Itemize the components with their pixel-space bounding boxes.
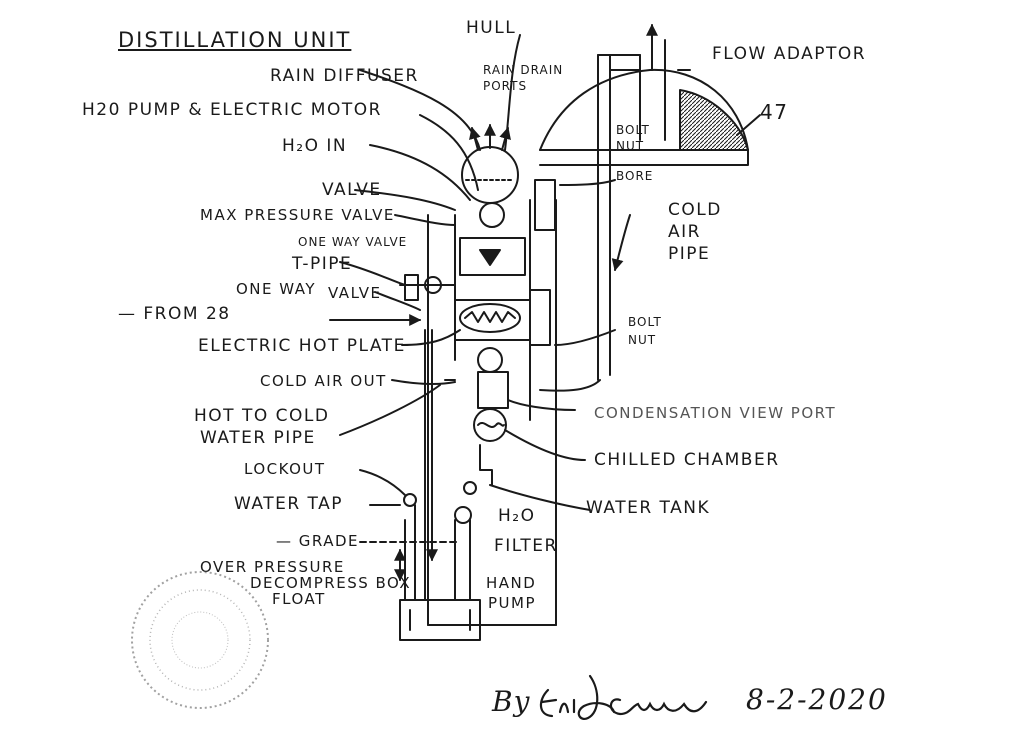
label-max-pressure-valve: MAX PRESSURE VALVE: [200, 206, 395, 224]
label-decompress-box: DECOMPRESS BOX: [250, 574, 412, 592]
label-lockout: LOCKOUT: [244, 460, 326, 478]
label-from-28: — FROM 28: [118, 304, 231, 324]
label-condensation-view-port: CONDENSATION VIEW PORT: [594, 404, 837, 422]
label-bolt-top: BOLT: [616, 123, 650, 137]
label-one-way-valve-small: ONE WAY VALVE: [298, 235, 408, 249]
label-electric-hot-plate: ELECTRIC HOT PLATE: [198, 336, 406, 356]
label-nut-top: NUT: [616, 139, 645, 153]
label-h2o: H₂O: [498, 506, 536, 526]
electric-hot-plate: [459, 303, 521, 333]
label-hot-to-cold: HOT TO COLD: [194, 406, 330, 426]
signature-date: 8-2-2020: [746, 683, 888, 716]
label-cold-air-out: COLD AIR OUT: [260, 372, 387, 390]
label-rain-drain: RAIN DRAIN: [483, 63, 564, 77]
label-air: AIR: [668, 222, 701, 242]
label-water-tank: WATER TANK: [586, 498, 711, 518]
label-nut-mid: NUT: [628, 333, 657, 347]
page-title: DISTILLATION UNIT: [118, 28, 352, 52]
label-one-way-valve: VALVE: [328, 284, 382, 302]
label-one-way: ONE WAY: [236, 280, 317, 298]
label-flow-adaptor: FLOW ADAPTOR: [712, 44, 867, 64]
label-t-pipe: T-PIPE: [292, 254, 353, 274]
label-cold: COLD: [668, 200, 722, 220]
label-ref-47: 47: [760, 100, 789, 124]
label-valve: VALVE: [322, 180, 382, 200]
label-hull: HULL: [466, 18, 517, 38]
label-bore: BORE: [616, 169, 654, 183]
label-water-pipe: WATER PIPE: [200, 428, 316, 448]
label-bolt-mid: BOLT: [628, 315, 662, 329]
decompress-box: [399, 599, 481, 641]
chilled-chamber: [473, 408, 507, 442]
label-chilled-chamber: CHILLED CHAMBER: [594, 450, 780, 470]
label-over-pressure: OVER PRESSURE: [200, 558, 345, 576]
label-pipe: PIPE: [668, 244, 711, 264]
label-ports: PORTS: [483, 79, 528, 93]
label-rain-diffuser: RAIN DIFFUSER: [270, 66, 419, 86]
label-pump-motor: H20 PUMP & ELECTRIC MOTOR: [82, 100, 382, 120]
pump-motor: [479, 202, 505, 228]
label-hand: HAND: [486, 574, 537, 592]
signature-by: By: [492, 685, 531, 718]
label-pump: PUMP: [488, 594, 537, 612]
flow-adaptor-cone: [539, 68, 749, 151]
label-grade: — GRADE: [276, 532, 359, 550]
label-water-tap: WATER TAP: [234, 494, 343, 514]
label-filter: FILTER: [494, 536, 558, 556]
label-h2o-in: H₂O IN: [282, 136, 348, 156]
label-float: FLOAT: [272, 590, 326, 608]
